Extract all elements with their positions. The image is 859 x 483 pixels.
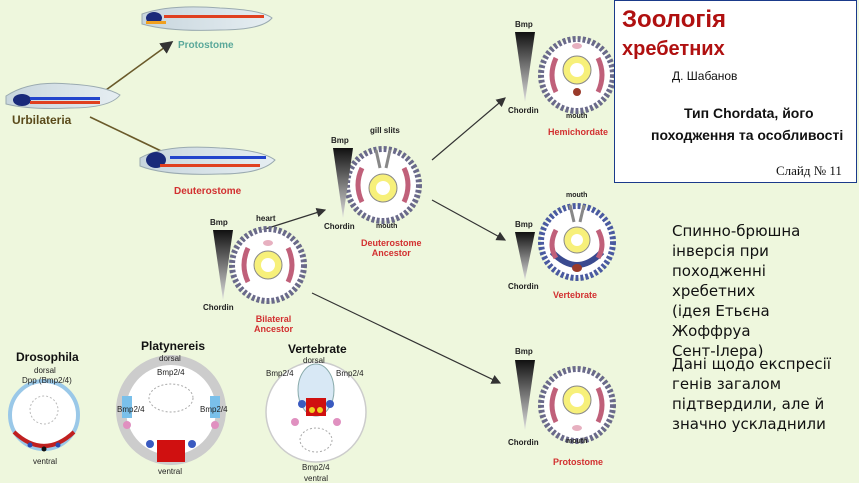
platynereis-dorsal: dorsal — [159, 354, 181, 363]
slide-number: Слайд № 11 — [776, 163, 842, 178]
side-paragraph-1: Спинно-брюшна інверсія при походженні хр… — [672, 221, 852, 361]
platynereis-bmp-right: Bmp2/4 — [200, 405, 228, 414]
bmp-chordin-gradients — [213, 32, 535, 430]
protostome-bottom-label: Protostome — [553, 457, 604, 467]
deuterostome-ancestor-line: Deuterostome — [361, 238, 422, 248]
drosophila-section — [8, 379, 80, 452]
mouth-label: mouth — [376, 223, 398, 230]
arrow-to-deuterostome-ancestor — [261, 207, 327, 231]
course-title-line1: Зоологія — [622, 6, 727, 33]
bmp-label: Bmp — [210, 218, 228, 227]
chordin-label: Chordin — [508, 438, 539, 447]
platynereis-ventral: ventral — [158, 467, 183, 476]
bmp-label: Bmp — [515, 220, 533, 229]
evolution-arrows — [87, 41, 507, 384]
drosophila-dpp: Dpp (Bmp2/4) — [22, 376, 72, 385]
bmp-label: Bmp — [515, 20, 533, 29]
gradient-wedge-hemichordate — [515, 32, 535, 102]
slide-title-box — [614, 0, 857, 183]
mouth-label: mouth — [566, 438, 588, 445]
vertebrate-bmp-right: Bmp2/4 — [336, 369, 364, 378]
platynereis-bmp-top: Bmp2/4 — [157, 368, 185, 377]
topic-line2: походження та особливості — [651, 127, 844, 143]
vertebrate-section — [538, 203, 616, 281]
hemichordate-label: Hemichordate — [548, 127, 609, 137]
side-line: підтвердили, але й — [672, 395, 825, 413]
side-line: (ідея Етьєна Жоффруа — [672, 302, 770, 340]
bmp-label: Bmp — [331, 136, 349, 145]
course-title-line2: хребетних — [622, 38, 725, 60]
chordin-label: Chordin — [203, 303, 234, 312]
drosophila-title: Drosophila — [16, 350, 79, 364]
gradient-wedge-deuterostome — [333, 148, 353, 218]
platynereis-bmp-left: Bmp2/4 — [117, 405, 145, 414]
bilateral-ancestor-label: Bilateral Ancestor — [254, 314, 293, 334]
vertebrate-bmp-left: Bmp2/4 — [266, 369, 294, 378]
gradient-wedge-protostome — [515, 360, 535, 430]
gradient-wedge-vertebrate — [515, 232, 535, 280]
deuterostome-ancestor-line: Ancestor — [371, 248, 411, 258]
chordin-label: Chordin — [324, 222, 355, 231]
side-line: походженні хребетних — [672, 262, 766, 300]
drosophila-ventral: ventral — [33, 457, 58, 466]
side-paragraph-2: Дані щодо експресії генів загалом підтве… — [672, 354, 852, 434]
mouth-label: mouth — [566, 113, 588, 120]
deuterostome-ancestor-label: Deuterostome Ancestor — [361, 238, 422, 258]
chordin-label: Chordin — [508, 282, 539, 291]
vertebrate-dorsal: dorsal — [303, 356, 325, 365]
gill-slits-label: gill slits — [370, 126, 400, 135]
arrow-to-vertebrate — [431, 199, 507, 241]
topic-line1: Тип Chordata, його — [684, 105, 814, 121]
vertebrate-embryo-section — [265, 361, 367, 463]
protostome-larva — [141, 6, 273, 31]
bilateral-ancestor-line: Ancestor — [254, 324, 294, 334]
bilateral-ancestor-line: Bilateral — [255, 314, 292, 324]
gradient-wedge-bilateral — [213, 230, 233, 300]
urbilateria-larva — [5, 82, 121, 109]
bmp-label: Bmp — [515, 347, 533, 356]
side-line: значно ускладнили — [672, 415, 826, 433]
platynereis-title: Platynereis — [141, 339, 206, 353]
arrow-to-hemichordate — [431, 97, 506, 161]
mouth-label: mouth — [566, 192, 588, 199]
heart-label: heart — [256, 214, 276, 223]
bilateral-ancestor-section — [229, 226, 307, 304]
vertebrate-bmp-bottom: Bmp2/4 — [302, 463, 330, 472]
deuterostome-label: Deuterostome — [174, 186, 242, 197]
urbilateria-label: Urbilateria — [12, 113, 72, 127]
side-line: Дані щодо експресії — [672, 355, 831, 373]
vertebrate-label: Vertebrate — [553, 290, 598, 300]
hemichordate-section — [538, 36, 616, 114]
vertebrate-ventral: ventral — [304, 474, 329, 483]
side-line: Сент-Ілера) — [672, 342, 764, 360]
side-line: Спинно-брюшна — [672, 222, 801, 240]
author: Д. Шабанов — [672, 69, 738, 83]
side-line: генів загалом — [672, 375, 782, 393]
deuterostome-larva — [139, 146, 276, 175]
drosophila-dorsal: dorsal — [34, 366, 56, 375]
deuterostome-ancestor-section — [344, 146, 422, 224]
arrow-to-protostome-bottom — [311, 292, 502, 384]
protostome-bottom-section — [538, 366, 616, 444]
protostome-label: Protostome — [178, 40, 234, 51]
platynereis-section — [116, 355, 226, 465]
vertebrate-embryo-title: Vertebrate — [288, 342, 347, 356]
chordin-label: Chordin — [508, 106, 539, 115]
side-line: інверсія при — [672, 242, 769, 260]
